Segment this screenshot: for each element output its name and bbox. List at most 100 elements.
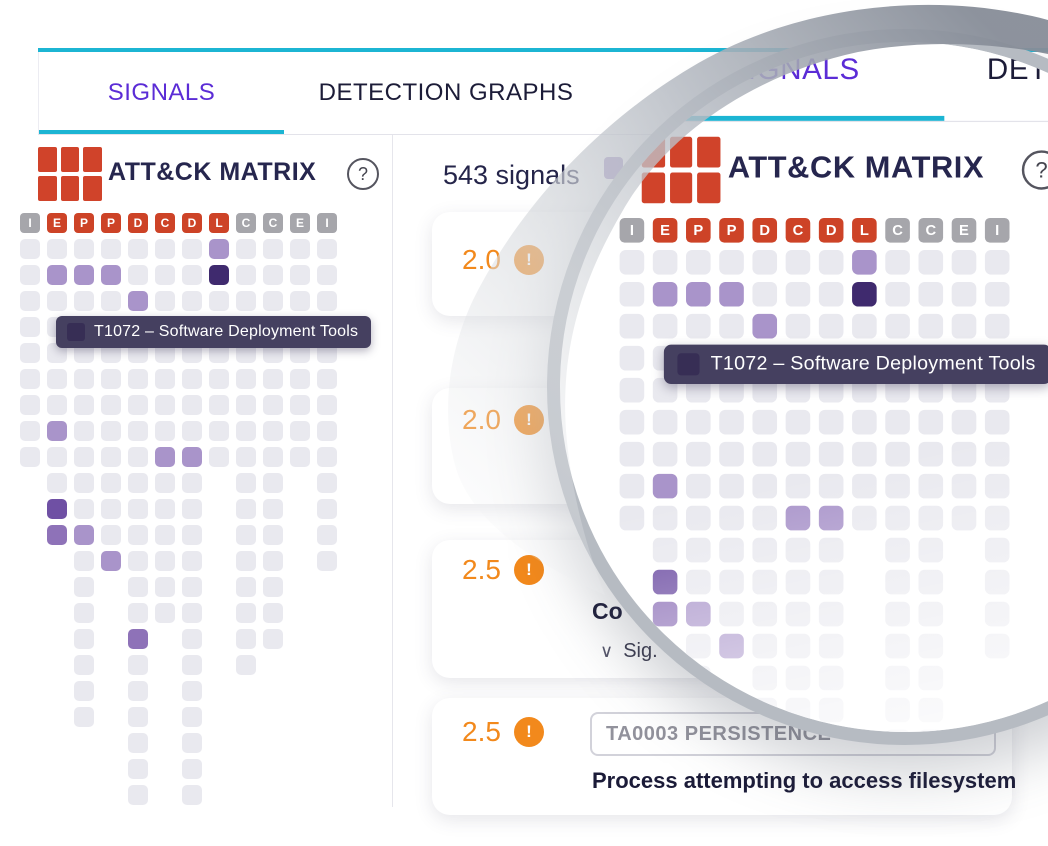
matrix-cell[interactable] xyxy=(101,395,121,415)
matrix-cell[interactable] xyxy=(101,291,121,311)
matrix-cell[interactable] xyxy=(74,265,94,285)
matrix-cell[interactable] xyxy=(74,707,94,727)
matrix-column-header[interactable]: D xyxy=(182,213,202,233)
matrix-cell[interactable] xyxy=(263,551,283,571)
matrix-cell[interactable] xyxy=(209,421,229,441)
matrix-cell[interactable] xyxy=(128,525,148,545)
matrix-cell[interactable] xyxy=(290,395,310,415)
matrix-column-header[interactable]: L xyxy=(209,213,229,233)
matrix-cell[interactable] xyxy=(74,681,94,701)
matrix-cell[interactable] xyxy=(74,629,94,649)
matrix-cell[interactable] xyxy=(155,239,175,259)
matrix-cell[interactable] xyxy=(317,499,337,519)
matrix-column-header[interactable]: C xyxy=(263,213,283,233)
matrix-cell[interactable] xyxy=(20,317,40,337)
matrix-cell[interactable] xyxy=(263,629,283,649)
matrix-cell[interactable] xyxy=(20,291,40,311)
matrix-cell[interactable] xyxy=(101,343,121,363)
matrix-cell[interactable] xyxy=(317,447,337,467)
matrix-cell[interactable] xyxy=(155,525,175,545)
matrix-cell[interactable] xyxy=(74,369,94,389)
matrix-cell[interactable] xyxy=(128,473,148,493)
matrix-cell[interactable] xyxy=(47,291,67,311)
matrix-cell[interactable] xyxy=(74,291,94,311)
matrix-cell[interactable] xyxy=(128,629,148,649)
matrix-cell[interactable] xyxy=(236,629,256,649)
matrix-column-header[interactable]: P xyxy=(101,213,121,233)
matrix-cell[interactable] xyxy=(74,421,94,441)
matrix-cell[interactable] xyxy=(236,369,256,389)
matrix-cell[interactable] xyxy=(47,343,67,363)
matrix-cell[interactable] xyxy=(317,265,337,285)
matrix-cell[interactable] xyxy=(236,343,256,363)
matrix-cell[interactable] xyxy=(47,525,67,545)
matrix-cell[interactable] xyxy=(209,447,229,467)
matrix-cell[interactable] xyxy=(317,369,337,389)
matrix-cell[interactable] xyxy=(20,265,40,285)
matrix-cell[interactable] xyxy=(182,421,202,441)
matrix-cell[interactable] xyxy=(128,551,148,571)
matrix-cell[interactable] xyxy=(128,707,148,727)
matrix-cell[interactable] xyxy=(128,239,148,259)
matrix-cell[interactable] xyxy=(209,291,229,311)
matrix-cell[interactable] xyxy=(182,785,202,805)
matrix-cell[interactable] xyxy=(128,577,148,597)
matrix-cell[interactable] xyxy=(263,525,283,545)
matrix-cell[interactable] xyxy=(155,265,175,285)
matrix-cell[interactable] xyxy=(155,577,175,597)
matrix-cell[interactable] xyxy=(236,525,256,545)
matrix-cell[interactable] xyxy=(236,395,256,415)
matrix-cell[interactable] xyxy=(263,395,283,415)
matrix-cell[interactable] xyxy=(182,629,202,649)
matrix-cell[interactable] xyxy=(290,447,310,467)
matrix-cell[interactable] xyxy=(101,239,121,259)
matrix-cell[interactable] xyxy=(317,343,337,363)
matrix-cell[interactable] xyxy=(317,291,337,311)
matrix-cell[interactable] xyxy=(182,291,202,311)
matrix-cell[interactable] xyxy=(74,603,94,623)
matrix-cell[interactable] xyxy=(101,421,121,441)
matrix-cell[interactable] xyxy=(236,473,256,493)
matrix-cell[interactable] xyxy=(263,265,283,285)
matrix-cell[interactable] xyxy=(47,421,67,441)
matrix-cell[interactable] xyxy=(236,551,256,571)
matrix-cell[interactable] xyxy=(317,395,337,415)
matrix-cell[interactable] xyxy=(317,239,337,259)
matrix-cell[interactable] xyxy=(47,265,67,285)
matrix-column-header[interactable]: P xyxy=(74,213,94,233)
matrix-cell[interactable] xyxy=(182,707,202,727)
matrix-cell[interactable] xyxy=(182,759,202,779)
matrix-cell[interactable] xyxy=(182,447,202,467)
tab-signals[interactable]: SIGNALS xyxy=(107,79,216,106)
matrix-cell[interactable] xyxy=(155,551,175,571)
matrix-cell[interactable] xyxy=(128,395,148,415)
matrix-cell[interactable] xyxy=(236,265,256,285)
matrix-cell[interactable] xyxy=(128,759,148,779)
matrix-cell[interactable] xyxy=(290,343,310,363)
matrix-cell[interactable] xyxy=(182,551,202,571)
matrix-cell[interactable] xyxy=(128,265,148,285)
matrix-cell[interactable] xyxy=(128,655,148,675)
matrix-cell[interactable] xyxy=(209,395,229,415)
matrix-cell[interactable] xyxy=(182,655,202,675)
matrix-cell[interactable] xyxy=(155,499,175,519)
matrix-cell[interactable] xyxy=(290,239,310,259)
matrix-cell[interactable] xyxy=(101,447,121,467)
matrix-cell[interactable] xyxy=(20,369,40,389)
matrix-column-header[interactable]: I xyxy=(317,213,337,233)
matrix-cell[interactable] xyxy=(128,733,148,753)
matrix-cell[interactable] xyxy=(236,291,256,311)
matrix-cell[interactable] xyxy=(263,577,283,597)
matrix-cell[interactable] xyxy=(182,473,202,493)
tab-detection-graphs[interactable]: DETECTION GRAPHS xyxy=(318,79,574,106)
matrix-cell[interactable] xyxy=(263,603,283,623)
matrix-cell[interactable] xyxy=(47,395,67,415)
matrix-cell[interactable] xyxy=(290,291,310,311)
matrix-cell[interactable] xyxy=(182,525,202,545)
matrix-cell[interactable] xyxy=(182,603,202,623)
matrix-cell[interactable] xyxy=(74,551,94,571)
matrix-cell[interactable] xyxy=(128,681,148,701)
matrix-cell[interactable] xyxy=(290,421,310,441)
matrix-cell[interactable] xyxy=(263,369,283,389)
matrix-cell[interactable] xyxy=(236,655,256,675)
